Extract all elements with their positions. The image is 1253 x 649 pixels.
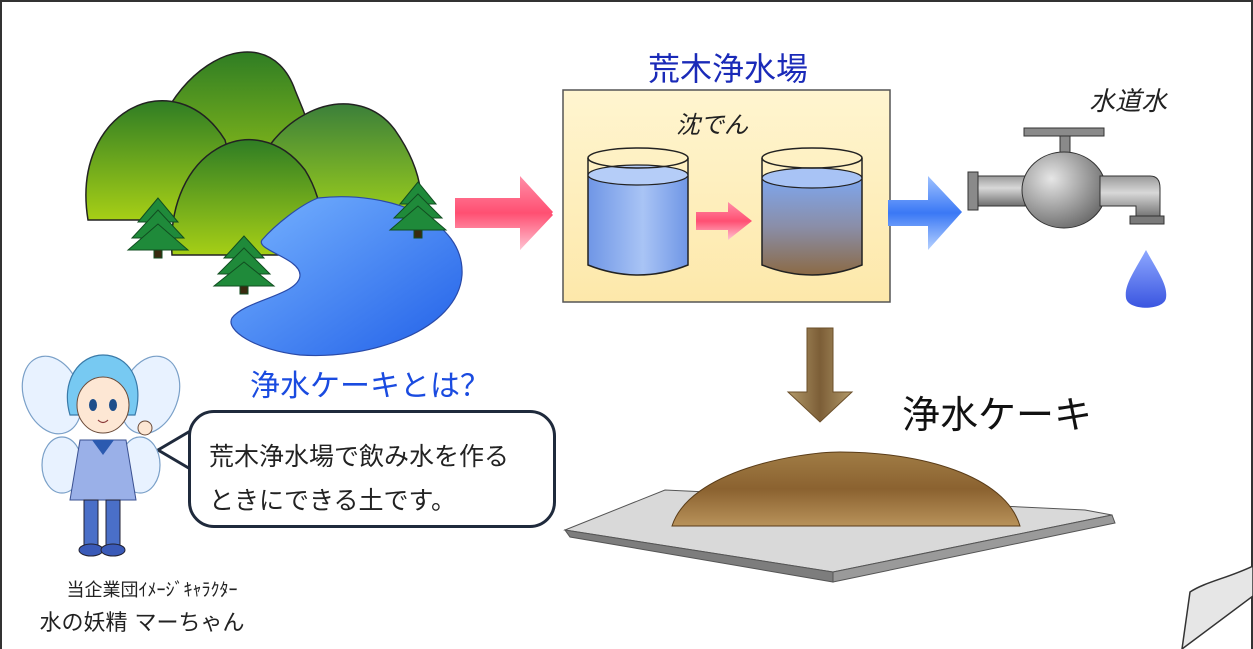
process-label: 沈でん [676, 111, 749, 139]
tree-icon [126, 197, 190, 259]
character-caption-1: 当企業団ｲﾒｰｼﾞｷｬﾗｸﾀｰ [67, 580, 238, 601]
speech-line-2: ときにできる土です。 [209, 486, 457, 515]
down-arrow [786, 327, 854, 423]
plant-title: 荒木浄水場 [648, 50, 808, 88]
settling-arrow [696, 202, 752, 240]
fairy-character-illustration [21, 354, 181, 557]
beaker-settled [761, 147, 863, 276]
speech-tail [156, 428, 193, 472]
water-drop-icon [1125, 250, 1167, 308]
beaker-clear [587, 147, 689, 276]
cake-tray-illustration [563, 451, 1116, 583]
question-title: 浄水ケーキとは？ [250, 369, 490, 404]
mountains-illustration [85, 51, 463, 357]
cake-label: 浄水ケーキ [902, 393, 1092, 437]
tree-icon [212, 235, 276, 295]
faucet-icon [967, 127, 1165, 229]
speech-line-1: 荒木浄水場で飲み水を作る [209, 442, 510, 471]
river [230, 196, 463, 357]
tap-label: 水道水 [1089, 87, 1168, 117]
flow-arrow [888, 176, 962, 250]
page-curl [1181, 565, 1253, 649]
speech-bubble: 荒木浄水場で飲み水を作る ときにできる土です。 [188, 410, 556, 528]
tree-icon [388, 181, 448, 239]
character-caption-2: 水の妖精 マーちゃん [40, 611, 245, 636]
flow-arrow [455, 176, 553, 250]
